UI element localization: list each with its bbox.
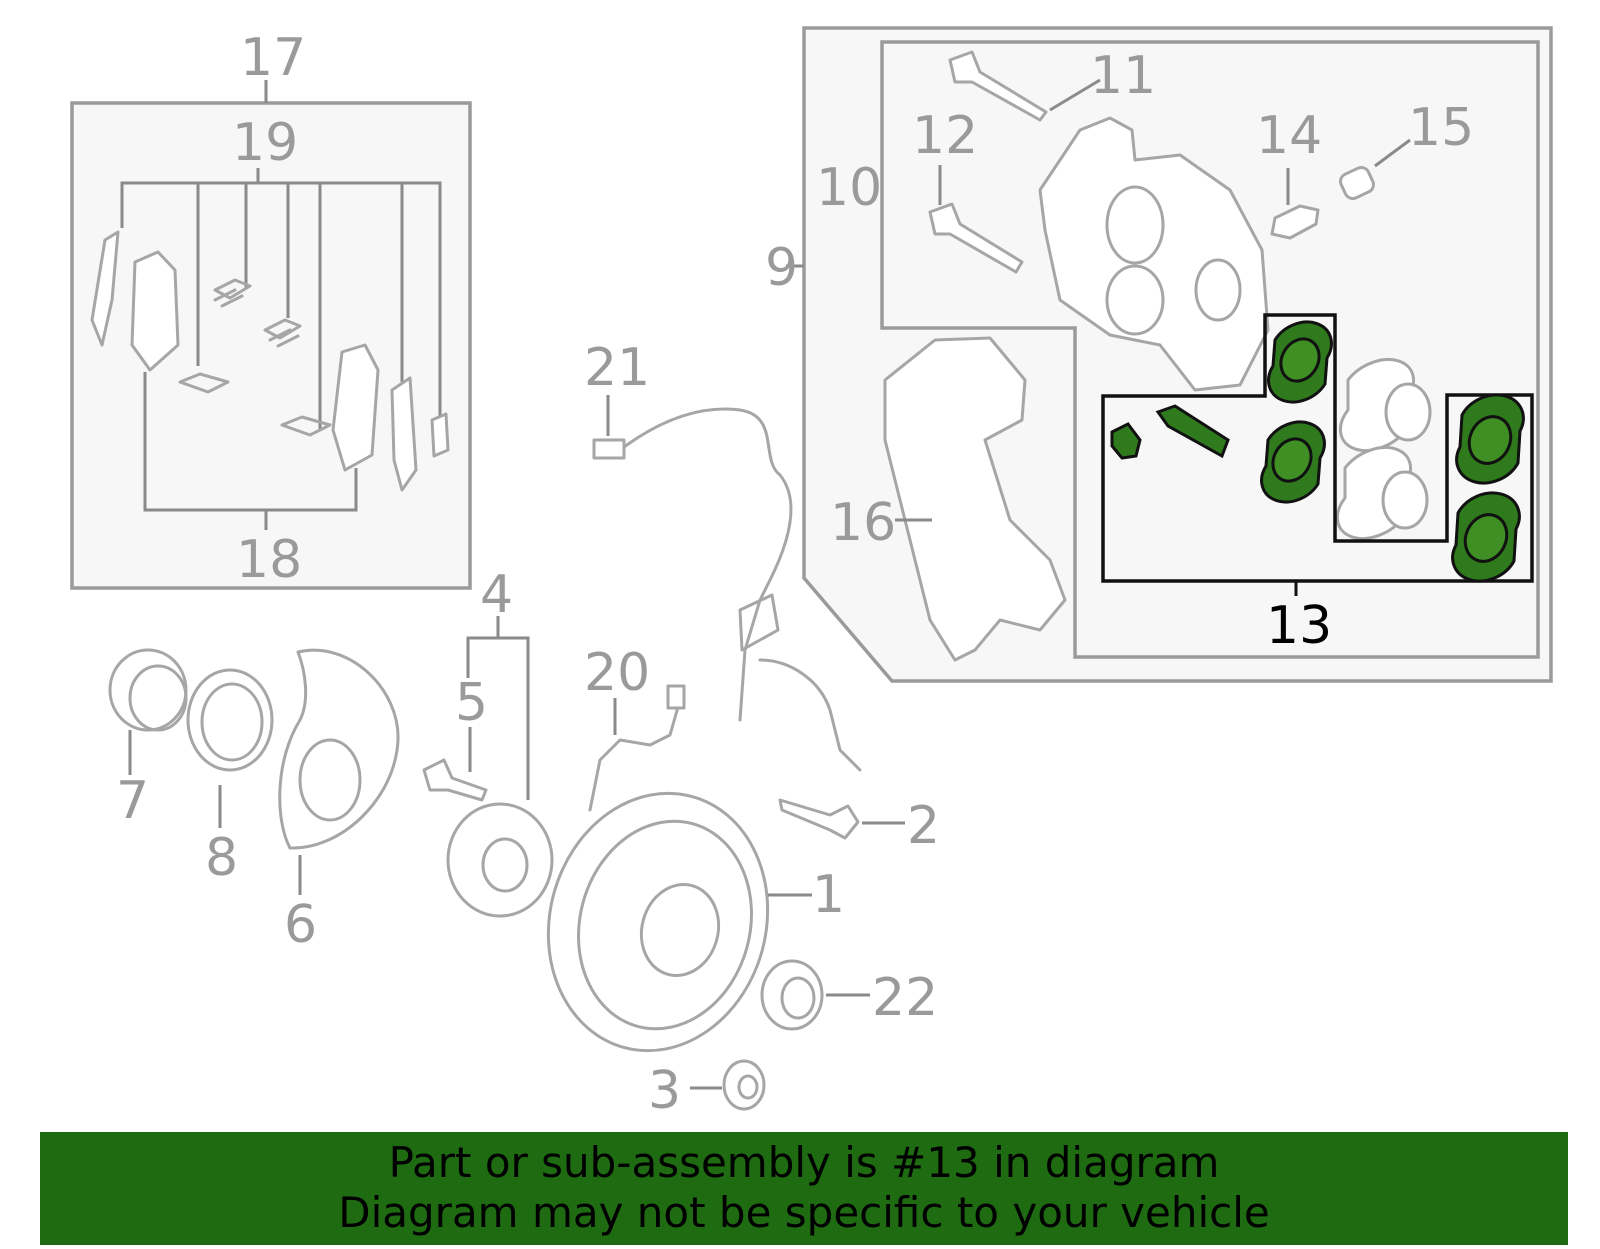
callout-12: 12 <box>912 106 978 166</box>
callout-22: 22 <box>872 968 938 1028</box>
rotor-screw <box>778 798 860 840</box>
callout-7: 7 <box>116 771 149 831</box>
callout-3: 3 <box>648 1061 681 1121</box>
callout-10: 10 <box>816 158 882 218</box>
banner-line-2: Diagram may not be specific to your vehi… <box>338 1188 1270 1237</box>
callout-8: 8 <box>205 828 238 888</box>
callout-21: 21 <box>584 338 650 398</box>
guide-pin-boot <box>1110 422 1142 460</box>
callout-16: 16 <box>830 493 896 553</box>
callout-9: 9 <box>765 238 798 298</box>
dust-shield <box>278 648 400 850</box>
guide-pin-12 <box>928 202 1024 274</box>
wheel-bearing <box>108 648 188 732</box>
caliper-assembly-group: 9 10 11 12 14 15 16 <box>765 26 1553 683</box>
brake-pad-outer <box>331 343 380 472</box>
seal-kit-13-highlight: 13 <box>1101 313 1534 656</box>
banner-line-1: Part or sub-assembly is #13 in diagram <box>388 1138 1220 1187</box>
guide-pin-kit <box>1155 404 1230 459</box>
shim-left <box>90 230 120 347</box>
abs-sensor-and-hose: 21 20 <box>584 338 862 812</box>
wheel-stud <box>422 758 488 802</box>
callout-14: 14 <box>1256 106 1322 166</box>
hub-cap <box>760 959 824 1031</box>
callout-18: 18 <box>236 530 302 590</box>
callout-11: 11 <box>1090 46 1156 106</box>
callout-19: 19 <box>232 113 298 173</box>
callout-1: 1 <box>812 865 845 925</box>
info-banner: Part or sub-assembly is #13 in diagram D… <box>40 1132 1568 1245</box>
brake-hose <box>588 698 682 812</box>
snap-ring <box>186 668 274 772</box>
callout-17: 17 <box>240 28 306 88</box>
brake-rotor <box>546 791 770 1053</box>
callout-5: 5 <box>455 673 488 733</box>
brake-pad-kit-group: 17 19 18 <box>70 28 472 590</box>
callout-20: 20 <box>584 643 650 703</box>
caliper-bracket <box>883 336 1067 662</box>
abs-sensor-wire <box>618 407 793 722</box>
wheel-hub <box>446 802 554 918</box>
guide-pin-11 <box>948 50 1048 122</box>
callout-15: 15 <box>1408 98 1474 158</box>
brake-pad-inner <box>130 250 180 372</box>
callout-6: 6 <box>284 895 317 955</box>
callout-4: 4 <box>480 565 513 625</box>
callout-13: 13 <box>1266 596 1332 656</box>
callout-2: 2 <box>907 796 940 856</box>
hub-and-rotor-parts: 7 8 6 4 5 1 2 22 <box>108 565 940 1121</box>
shim-right <box>390 376 418 492</box>
